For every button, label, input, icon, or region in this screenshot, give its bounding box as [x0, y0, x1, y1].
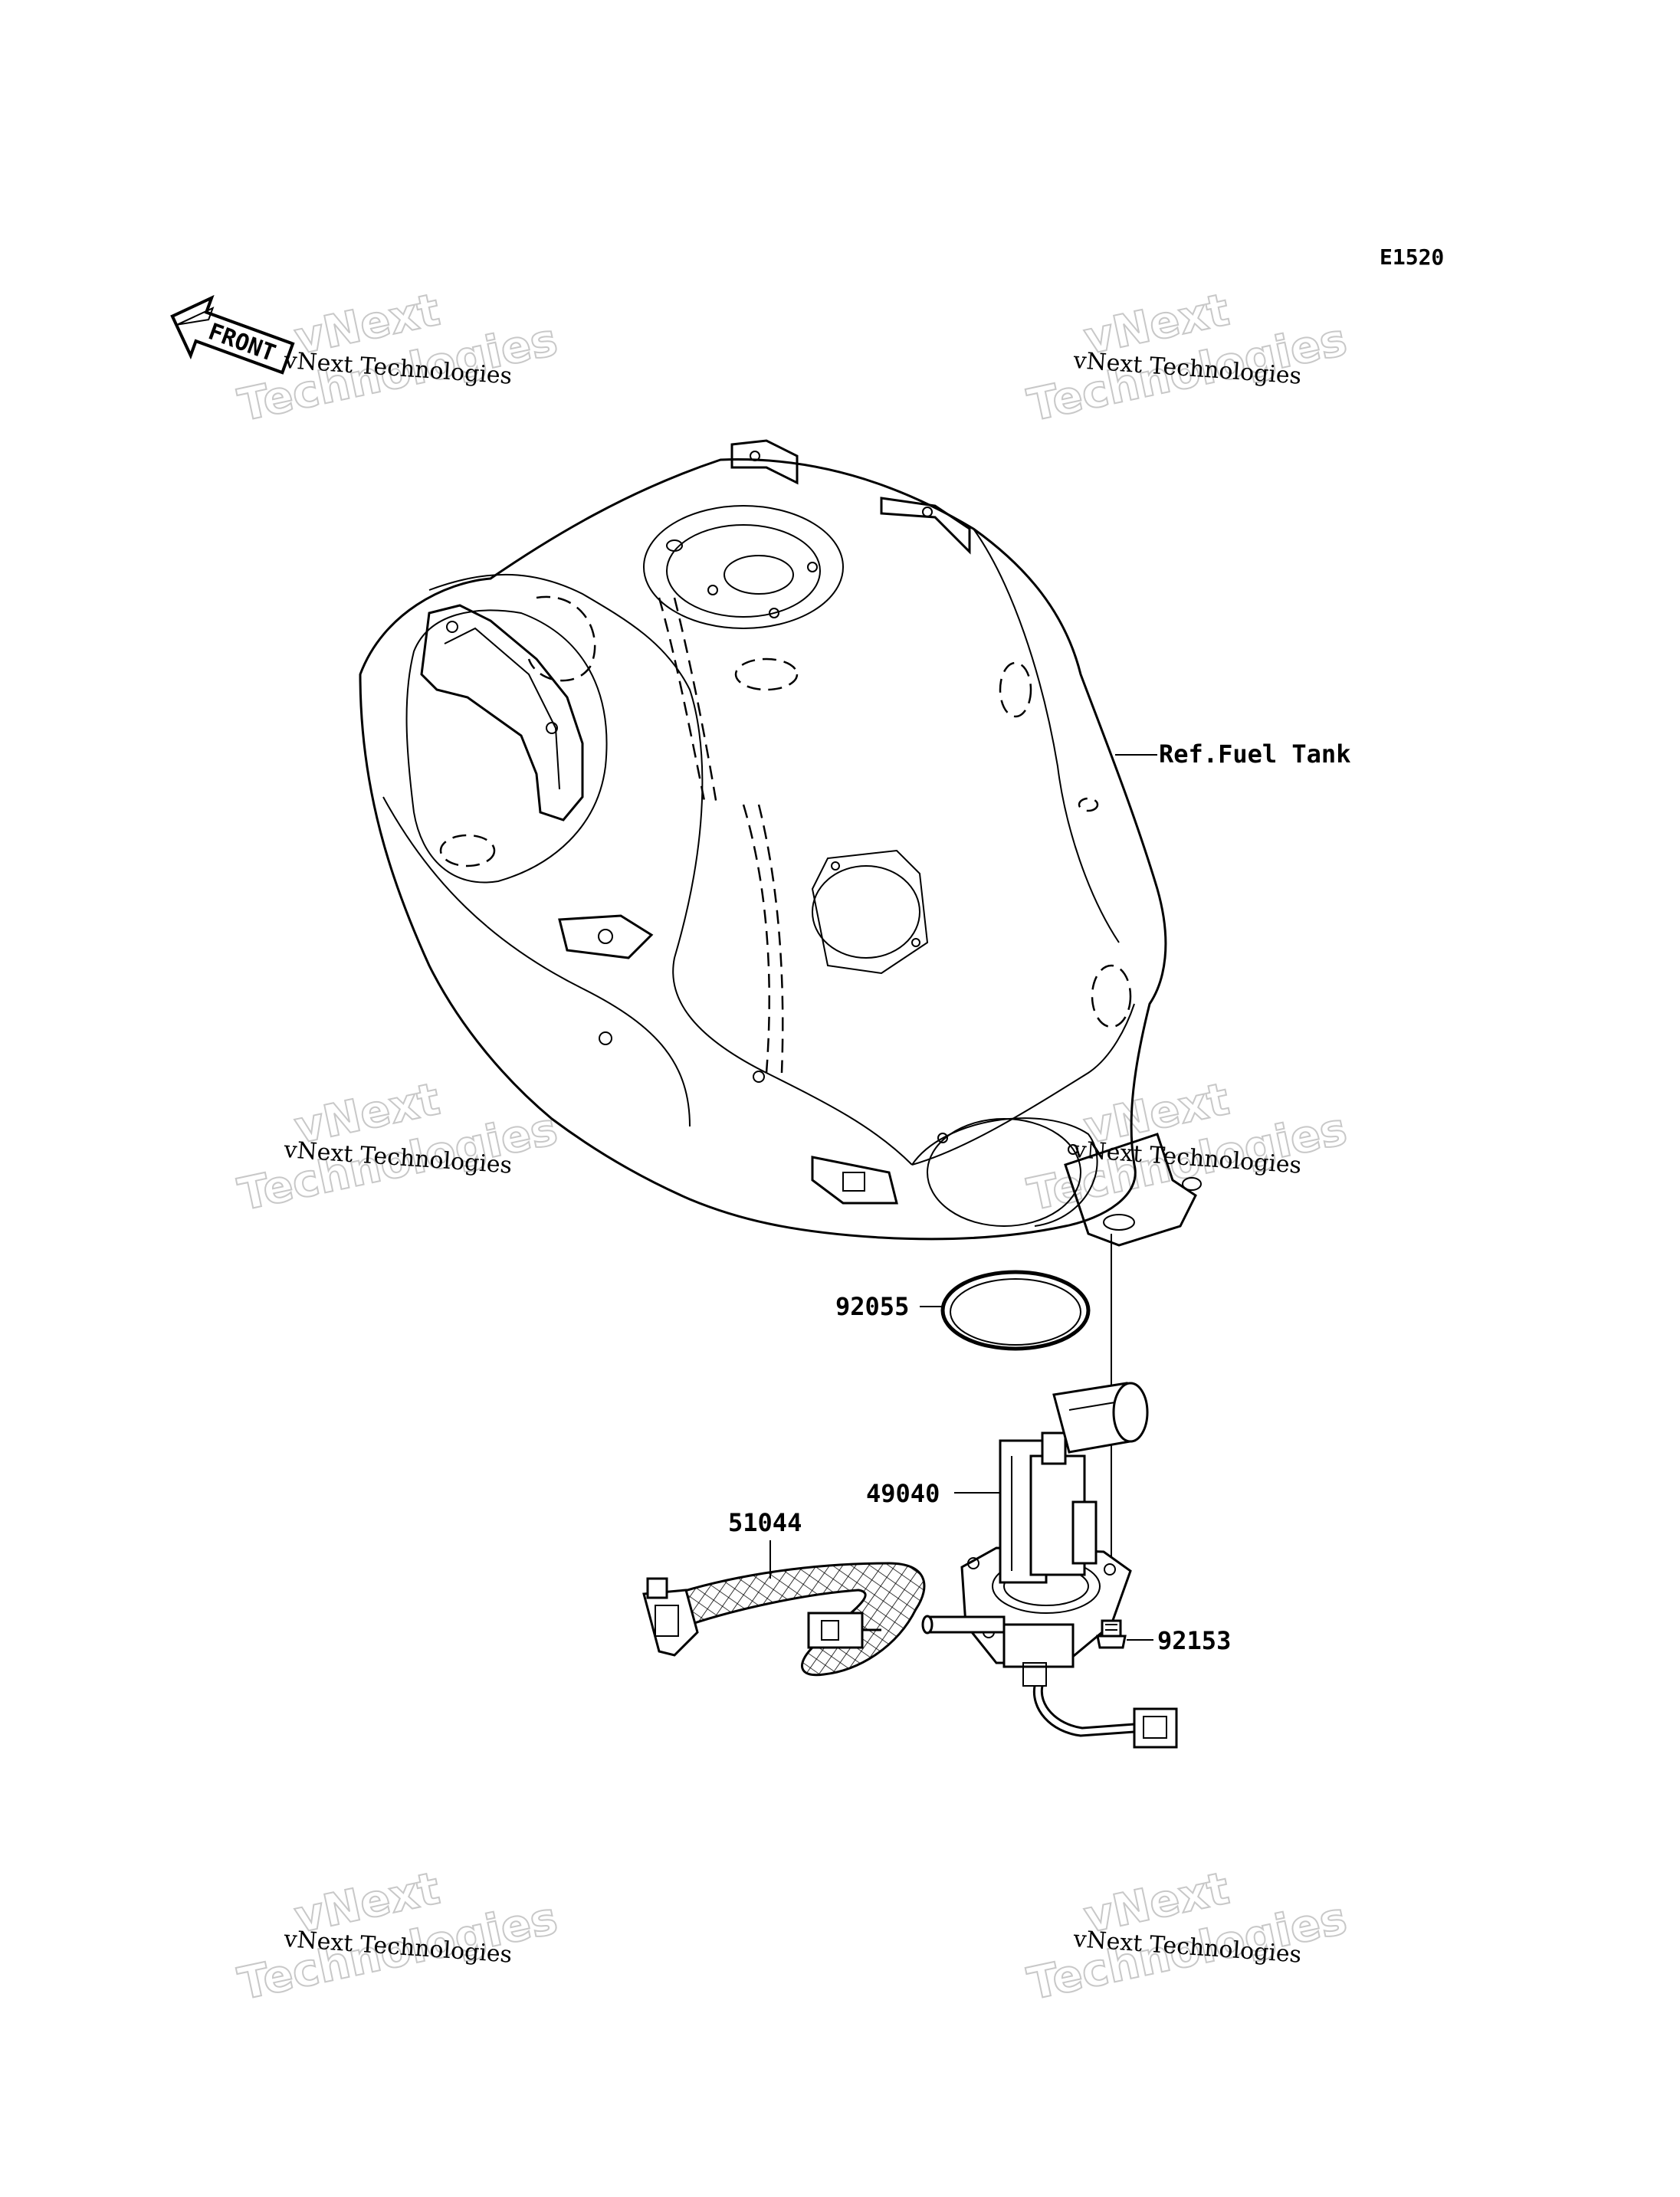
- watermark: vNext Technologies: [1022, 283, 1352, 432]
- watermark: vNext Technologies: [233, 1072, 563, 1221]
- watermark: vNext Technologies: [1022, 1072, 1352, 1221]
- watermark: vNext Technologies: [233, 1861, 563, 2011]
- watermark: vNext Technologies: [1022, 1861, 1352, 2011]
- part-number-51044: 51044: [728, 1508, 802, 1537]
- bolt-part: [1096, 1619, 1127, 1649]
- wiring-harness-part: [642, 1562, 926, 1677]
- part-number-92153: 92153: [1157, 1626, 1231, 1655]
- fuel-tank: [359, 439, 1202, 1247]
- gasket-part: [940, 1270, 1091, 1351]
- ref-fuel-tank-label: Ref.Fuel Tank: [1159, 739, 1350, 769]
- part-number-49040: 49040: [866, 1479, 940, 1508]
- fuel-pump-part: [921, 1382, 1178, 1749]
- part-number-92055: 92055: [835, 1292, 909, 1321]
- diagram-code: E1520: [1380, 244, 1444, 270]
